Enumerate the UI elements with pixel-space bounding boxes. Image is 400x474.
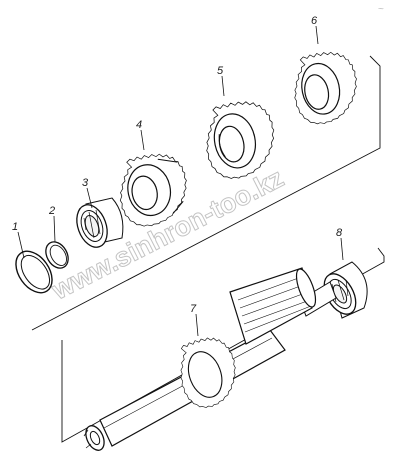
leader-3	[86, 187, 93, 209]
callout-1: 1	[12, 221, 18, 233]
part-8-bearing	[318, 262, 367, 320]
leader-lines	[17, 25, 344, 337]
part-3-bearing	[71, 198, 123, 251]
callout-7: 7	[190, 303, 197, 315]
frame-line-upper	[31, 55, 381, 331]
leader-7	[195, 313, 199, 337]
assembly-frame-lines	[31, 55, 385, 443]
leader-5	[221, 75, 225, 97]
frame-line-lower	[61, 247, 385, 443]
callout-6: 6	[311, 15, 318, 27]
leader-2	[53, 215, 56, 243]
part-1-snap-ring	[9, 245, 60, 300]
part-5-gear	[197, 95, 283, 184]
callout-2: 2	[48, 205, 55, 217]
part-2-retaining-ring	[41, 238, 72, 272]
corner-mark: ~	[378, 4, 384, 15]
callout-8: 8	[336, 227, 343, 239]
part-7-shaft	[82, 267, 336, 453]
leader-6	[315, 25, 319, 45]
leader-8	[340, 237, 344, 261]
leader-1	[17, 231, 25, 259]
part-4-gear	[111, 147, 195, 232]
callout-4: 4	[136, 119, 142, 131]
leader-4	[140, 129, 145, 151]
callout-3: 3	[82, 177, 89, 189]
callout-5: 5	[217, 65, 224, 77]
part-6-gear	[286, 46, 365, 129]
